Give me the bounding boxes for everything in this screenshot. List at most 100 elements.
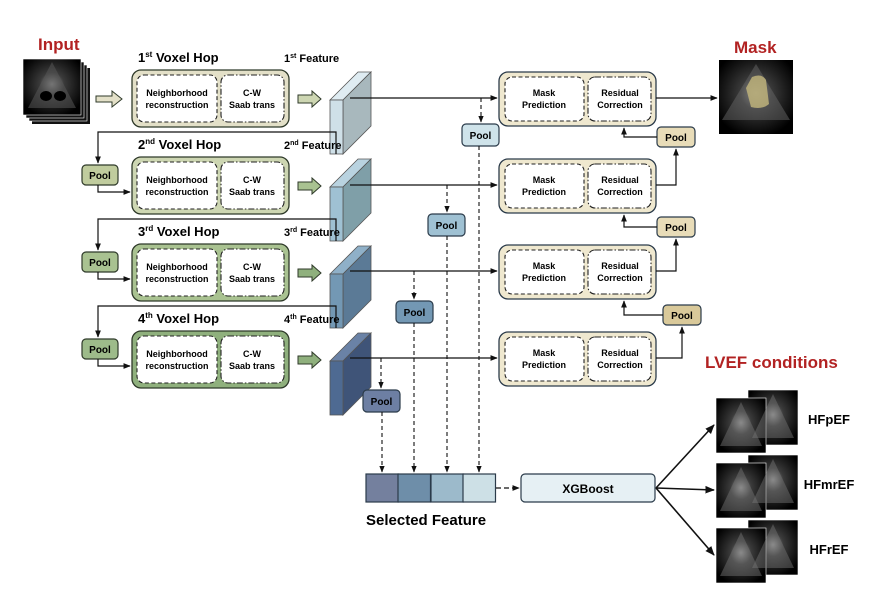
lvef-output-hfmref: HFmrEF	[655, 454, 855, 519]
classification-arrow	[655, 485, 715, 494]
pool-box	[81, 164, 119, 186]
mask-prediction-box	[504, 163, 585, 209]
neighborhood-label: Neighborhood	[146, 349, 208, 359]
classification-arrow	[655, 487, 715, 556]
saab-trans-label: Saab trans	[229, 187, 275, 197]
neighborhood-label: Neighborhood	[146, 88, 208, 98]
prediction-label: Prediction	[522, 273, 566, 283]
lvef-output-hfpef: HFpEF	[655, 389, 850, 489]
mask-output-image	[719, 60, 793, 134]
feature-label: 4th Feature	[284, 314, 340, 326]
skip-pool-2: Pool	[427, 185, 466, 473]
saab-trans-label: Saab trans	[229, 100, 275, 110]
selected-feature-vector	[365, 473, 497, 503]
feature-label: 3rd Feature	[284, 227, 340, 239]
neighborhood-reconstruction-box	[136, 335, 218, 384]
feature-cube	[329, 158, 372, 242]
selected-feature-cell	[462, 473, 497, 503]
feature-cube	[329, 332, 372, 416]
cw-label: C-W	[243, 349, 261, 359]
block-arrow-icon	[297, 176, 322, 196]
reconstruction-label: reconstruction	[145, 187, 208, 197]
mask-label: Mask	[533, 348, 557, 358]
lvef-output-hfref: HFrEF	[655, 487, 849, 584]
condition-label: HFpEF	[808, 412, 850, 427]
residual-correction-box	[587, 163, 652, 209]
pool-label: Pool	[665, 223, 687, 234]
reconstruction-label: reconstruction	[145, 274, 208, 284]
cw-label: C-W	[243, 262, 261, 272]
block-arrow-icon	[297, 263, 322, 283]
skip-pool-4: Pool	[362, 358, 401, 473]
correction-label: Correction	[597, 273, 643, 283]
residual-label: Residual	[601, 348, 639, 358]
echo-thumbnail-pair	[715, 519, 799, 584]
saab-trans-label: Saab trans	[229, 361, 275, 371]
mask-label: Mask	[533, 175, 557, 185]
pool-label: Pool	[89, 345, 111, 356]
input-echo-stack	[22, 58, 90, 124]
prediction-label: Prediction	[522, 360, 566, 370]
residual-label: Residual	[601, 88, 639, 98]
neighborhood-reconstruction-box	[136, 74, 218, 123]
voxel-hop-title: 1st Voxel Hop	[138, 50, 219, 65]
lvef-conditions-title: LVEF conditions	[705, 353, 838, 372]
neighborhood-label: Neighborhood	[146, 175, 208, 185]
voxel-hop-1: 1st Voxel HopNeighborhoodreconstructionC…	[131, 50, 372, 155]
mask-prediction-box	[504, 249, 585, 295]
hop-pool-3: Pool	[81, 218, 337, 282]
cw-saab-box	[220, 74, 285, 123]
pool-box	[81, 338, 119, 360]
mask-prediction-box	[504, 76, 585, 122]
selected-feature-cell	[397, 473, 432, 503]
voxel-hop-title: 2nd Voxel Hop	[138, 137, 221, 152]
pool-box	[81, 251, 119, 273]
mask-label: Mask	[533, 261, 557, 271]
residual-correction-box	[587, 76, 652, 122]
echo-thumbnail-pair	[715, 454, 799, 519]
pool-label: Pool	[436, 221, 458, 232]
residual-label: Residual	[601, 175, 639, 185]
feature-cube	[329, 71, 372, 155]
residual-label: Residual	[601, 261, 639, 271]
decoder-pool-2: Pool	[621, 214, 696, 272]
neighborhood-label: Neighborhood	[146, 262, 208, 272]
cw-label: C-W	[243, 175, 261, 185]
selected-feature-label: Selected Feature	[366, 512, 486, 529]
prediction-label: Prediction	[522, 187, 566, 197]
residual-correction-box	[587, 336, 652, 382]
decoder-pool-3: Pool	[621, 300, 702, 359]
residual-correction-box	[587, 249, 652, 295]
cw-saab-box	[220, 161, 285, 210]
xgboost-label: XGBoost	[562, 482, 613, 496]
selected-feature-cell	[365, 473, 400, 503]
reconstruction-label: reconstruction	[145, 100, 208, 110]
pool-label: Pool	[665, 133, 687, 144]
neighborhood-reconstruction-box	[136, 161, 218, 210]
reconstruction-label: reconstruction	[145, 361, 208, 371]
pool-label: Pool	[404, 308, 426, 319]
voxel-hop-title: 4th Voxel Hop	[138, 311, 219, 326]
condition-label: HFmrEF	[804, 477, 855, 492]
mask-prediction-box	[504, 336, 585, 382]
saab-trans-label: Saab trans	[229, 274, 275, 284]
input-block-arrow-icon	[95, 89, 123, 109]
neighborhood-reconstruction-box	[136, 248, 218, 297]
selected-feature-cell	[430, 473, 465, 503]
prediction-label: Prediction	[522, 100, 566, 110]
block-arrow-icon	[297, 89, 322, 109]
classification-arrow	[655, 424, 715, 489]
pool-box	[461, 123, 500, 147]
echo-thumbnail-pair	[715, 389, 799, 454]
pool-label: Pool	[89, 258, 111, 269]
voxel-hop-title: 3rd Voxel Hop	[138, 224, 220, 239]
lv-mask-overlay	[746, 75, 769, 108]
pool-label: Pool	[470, 131, 492, 142]
hop-pool-4: Pool	[81, 305, 337, 369]
correction-label: Correction	[597, 100, 643, 110]
